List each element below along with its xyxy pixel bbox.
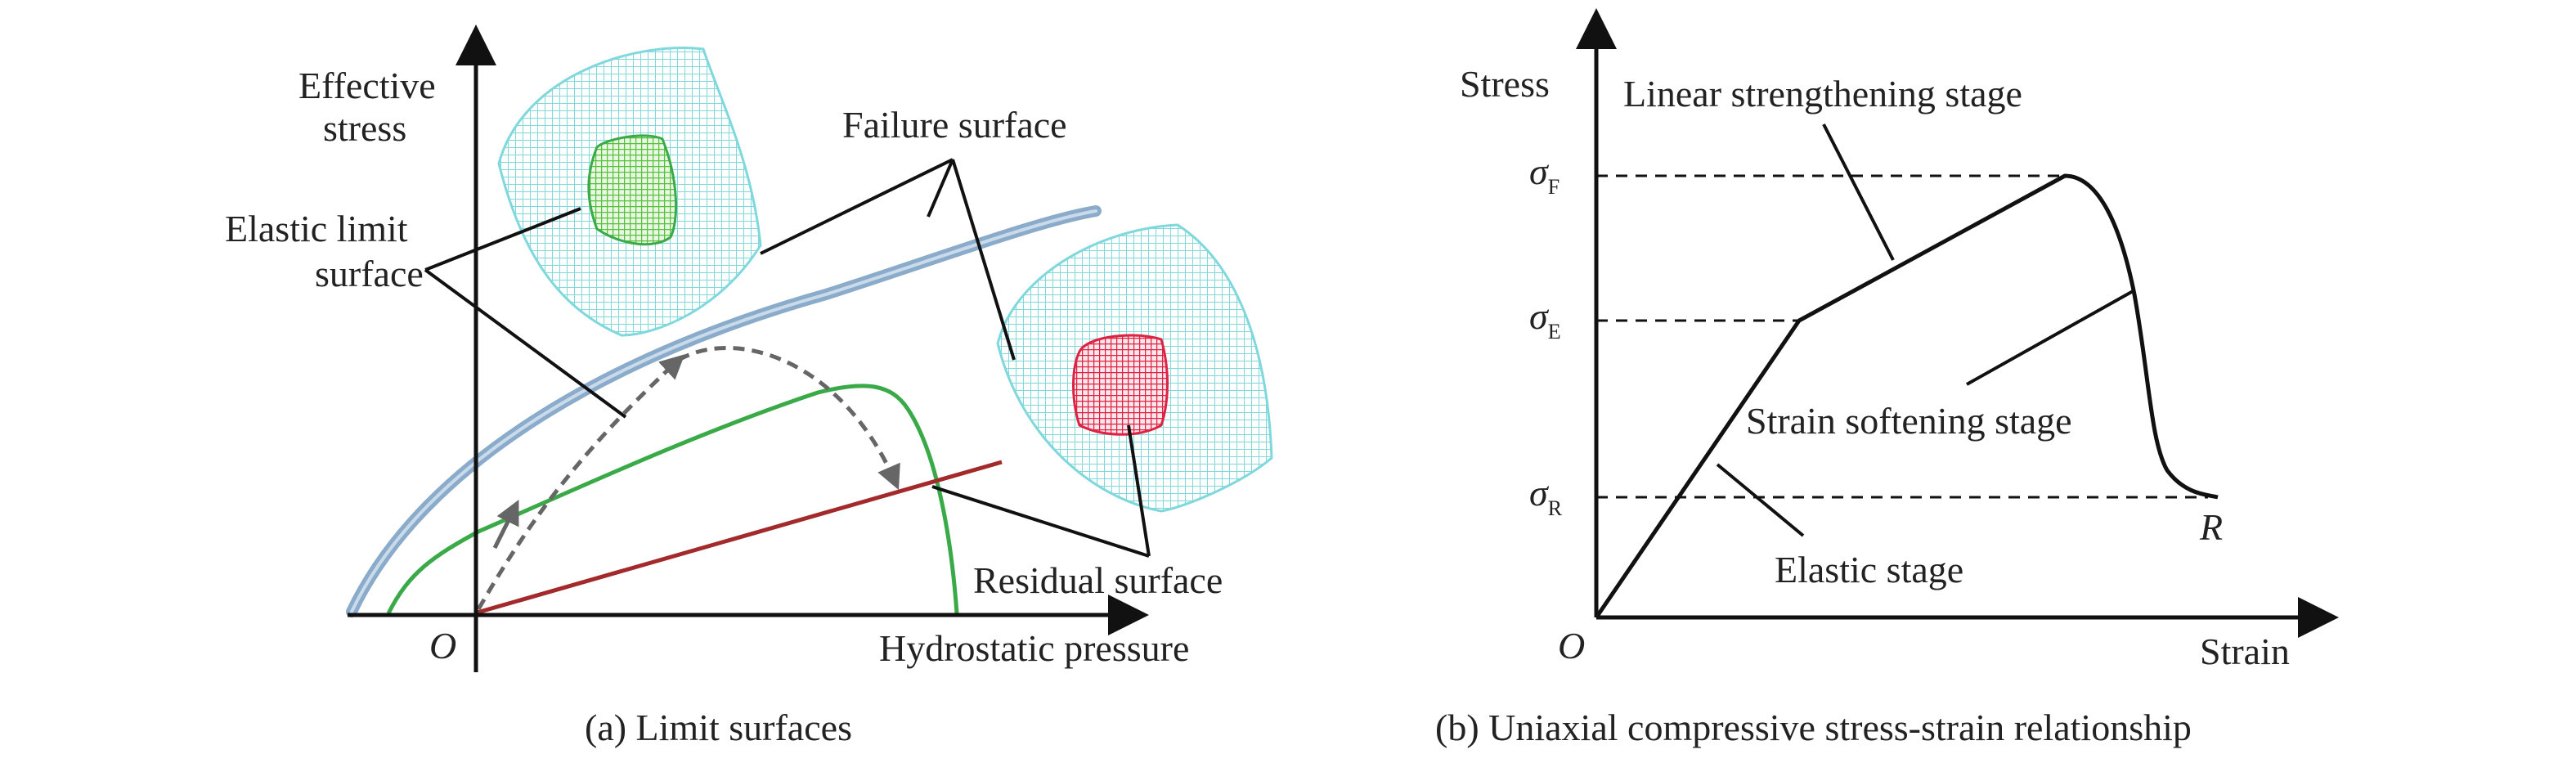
stress-strain-curve xyxy=(1594,173,2219,619)
linear-stage-label: Linear strengthening stage xyxy=(1623,73,2022,114)
residual-leader-2 xyxy=(1127,424,1151,557)
dashed-arrow-mid xyxy=(492,500,519,550)
dashed-loading-path-fall xyxy=(677,345,900,491)
residual-line xyxy=(473,460,1003,616)
panel-b-origin-label: O xyxy=(1558,625,1585,667)
softening-stage-leader xyxy=(1966,289,2135,386)
dashed-loading-path-rise xyxy=(476,354,685,611)
panel-b: Stress Linear strengthening stage σF σE … xyxy=(1435,8,2339,748)
failure-leader-2 xyxy=(927,159,954,218)
elastic-leader-2 xyxy=(424,268,627,419)
panel-b-y-label: Stress xyxy=(1460,63,1550,105)
softening-stage-label: Strain softening stage xyxy=(1746,400,2072,442)
elastic-limit-curve xyxy=(386,384,959,615)
panel-b-caption: (b) Uniaxial compressive stress-strain r… xyxy=(1435,707,2192,748)
sigma-e-label: σE xyxy=(1529,295,1561,343)
linear-stage-leader xyxy=(1822,123,1895,261)
failure-surface-curve-highlight xyxy=(350,209,1097,613)
panel-a-x-label: Hydrostatic pressure xyxy=(879,627,1189,669)
panel-a: Effective stress Failure surface Elastic… xyxy=(225,25,1273,748)
elastic-stage-label: Elastic stage xyxy=(1775,549,1963,590)
failure-leader-1 xyxy=(760,158,954,255)
panel-b-x-label: Strain xyxy=(2200,631,2290,672)
residual-surface-label: Residual surface xyxy=(973,559,1223,601)
residual-mesh-surface xyxy=(996,223,1273,513)
failure-surface-label: Failure surface xyxy=(842,104,1067,146)
point-r-label: R xyxy=(2199,506,2223,548)
panel-a-y-label-line1: Effective xyxy=(298,65,436,106)
elastic-leader-1 xyxy=(424,207,581,272)
panel-a-origin-label: O xyxy=(429,625,456,667)
panel-a-y-label-line2: stress xyxy=(323,107,406,149)
failure-leader-3 xyxy=(951,159,1016,361)
sigma-r-label: σR xyxy=(1529,472,1563,520)
residual-leader-1 xyxy=(931,485,1150,558)
panel-a-caption: (a) Limit surfaces xyxy=(585,707,852,748)
elastic-limit-mesh-surface xyxy=(497,47,762,337)
sigma-f-label: σF xyxy=(1529,150,1560,199)
elastic-limit-label-line1: Elastic limit xyxy=(225,208,408,249)
elastic-stage-leader xyxy=(1716,463,1805,537)
elastic-limit-label-line2: surface xyxy=(315,253,424,294)
